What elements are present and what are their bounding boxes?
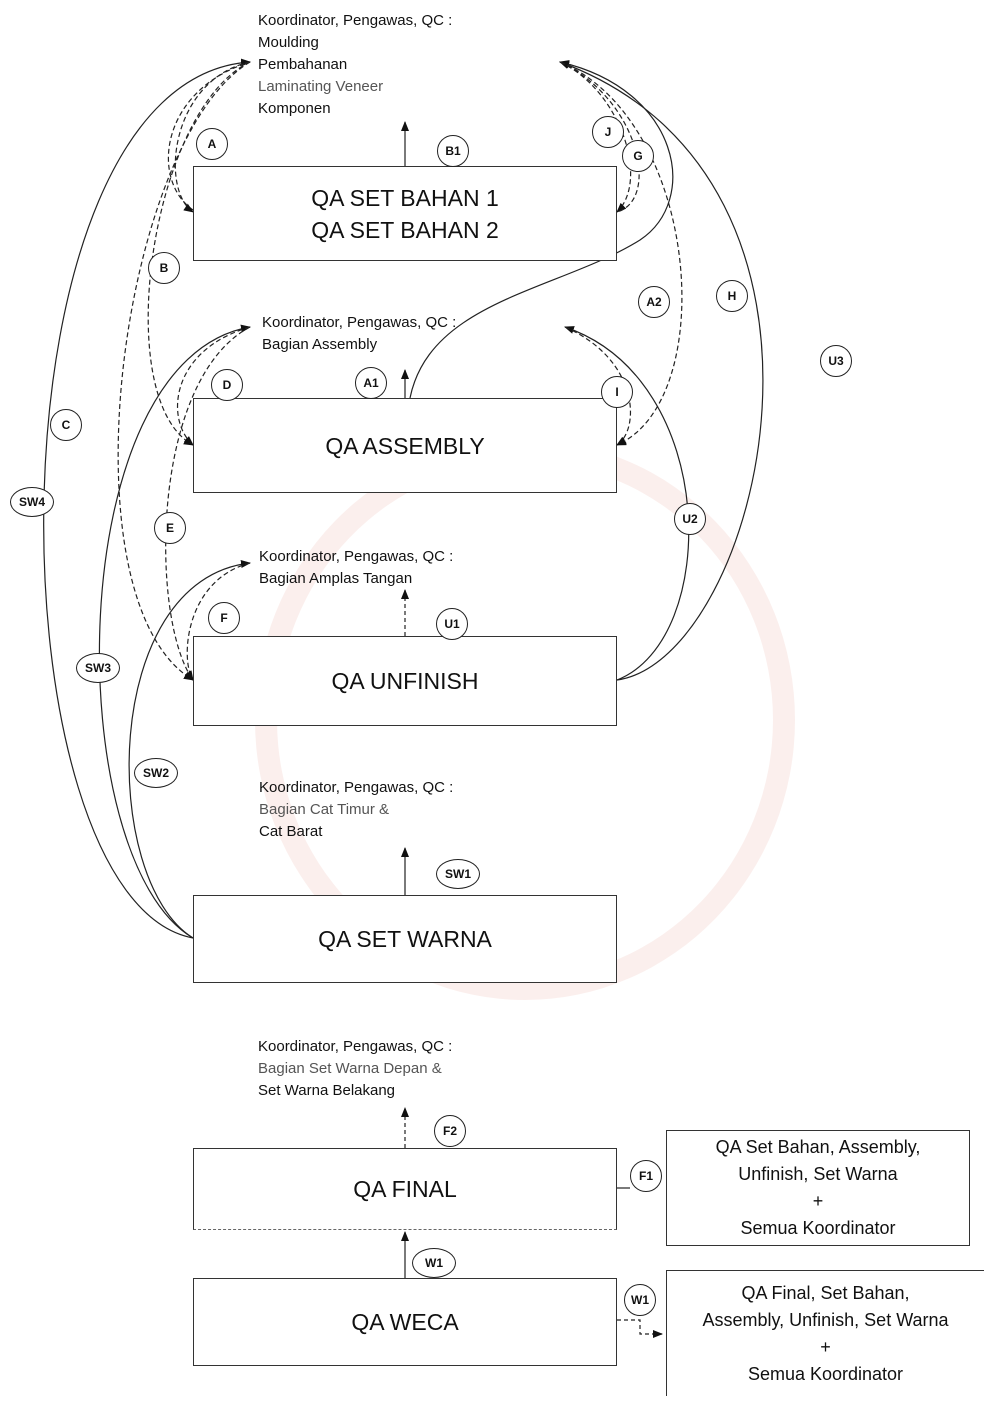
badge-f1: F1 [630, 1160, 662, 1192]
set-warna-label-line-2: Bagian Cat Timur & [259, 801, 390, 818]
qa-weca-box: QA WECA [193, 1278, 617, 1366]
curve-a2 [409, 60, 674, 399]
badge-a: A [196, 128, 228, 160]
final-label-line-3: Set Warna Belakang [258, 1082, 396, 1099]
top-label-line-2: Moulding [258, 34, 319, 51]
badge-a1: A1 [355, 367, 387, 399]
set-warna-label-line-1: Koordinator, Pengawas, QC : [259, 779, 454, 796]
top-label-line-3: Pembahanan [258, 56, 348, 73]
final-recipients-line-2: Unfinish, Set Warna [738, 1164, 898, 1184]
qa-set-warna-box: QA SET WARNA [193, 895, 617, 983]
qa-unfinish-text: QA UNFINISH [331, 668, 479, 694]
assembly-label-line-2: Bagian Assembly [262, 336, 378, 353]
curve-sw2 [128, 560, 251, 939]
final-coordinator-label: Koordinator, Pengawas, QC : Bagian Set W… [258, 1036, 452, 1102]
unfinish-label-line-2: Bagian Amplas Tangan [259, 570, 413, 587]
qa-final-text: QA FINAL [353, 1176, 457, 1202]
badge-u1: U1 [436, 608, 468, 640]
badge-u2: U2 [674, 503, 706, 535]
assembly-label-line-1: Koordinator, Pengawas, QC : [262, 314, 457, 331]
top-label-line-5: Komponen [258, 100, 331, 117]
curve-c [117, 61, 251, 681]
qa-set-bahan-box: QA SET BAHAN 1 QA SET BAHAN 2 [193, 166, 617, 261]
weca-recipients-line-1: QA Final, Set Bahan, [741, 1282, 910, 1303]
qa-final-box: QA FINAL [193, 1148, 617, 1230]
badge-b1: B1 [437, 135, 469, 167]
final-label-line-2: Bagian Set Warna Depan & [258, 1060, 442, 1077]
badge-j: J [592, 116, 624, 148]
badge-g: G [622, 140, 654, 172]
final-recipients-line-1: QA Set Bahan, Assembly, [715, 1137, 921, 1157]
badge-f: F [208, 602, 240, 634]
badge-d: D [211, 369, 243, 401]
assembly-coordinator-label: Koordinator, Pengawas, QC : Bagian Assem… [262, 312, 456, 356]
qa-set-warna-text: QA SET WARNA [318, 926, 492, 952]
unfinish-coordinator-label: Koordinator, Pengawas, QC : Bagian Ampla… [259, 546, 453, 590]
curve-h [559, 61, 683, 446]
curve-b [147, 61, 251, 446]
final-recipients-box: QA Set Bahan, Assembly, Unfinish, Set Wa… [666, 1130, 970, 1246]
top-label-line-4: Laminating Veneer [258, 78, 384, 95]
qa-set-bahan-2-text: QA SET BAHAN 2 [311, 216, 499, 243]
qa-unfinish-box: QA UNFINISH [193, 636, 617, 726]
curve-a-back [174, 61, 251, 213]
badge-sw2: SW2 [134, 758, 178, 788]
final-label-line-1: Koordinator, Pengawas, QC : [258, 1038, 453, 1055]
final-recipients-plus: + [812, 1191, 824, 1211]
weca-recipients-plus: + [820, 1336, 831, 1357]
weca-recipients-box: QA Final, Set Bahan, Assembly, Unfinish,… [666, 1270, 984, 1396]
badge-sw4: SW4 [10, 487, 54, 517]
set-warna-coordinator-label: Koordinator, Pengawas, QC : Bagian Cat T… [259, 777, 453, 843]
badge-sw3: SW3 [76, 653, 120, 683]
top-label-line-1: Koordinator, Pengawas, QC : [258, 12, 453, 29]
badge-sw1: SW1 [436, 859, 480, 889]
badge-i: I [601, 376, 633, 408]
qa-set-bahan-1-text: QA SET BAHAN 1 [311, 184, 499, 211]
unfinish-label-line-1: Koordinator, Pengawas, QC : [259, 548, 454, 565]
badge-e: E [154, 512, 186, 544]
badge-c: C [50, 409, 82, 441]
top-coordinator-label: Koordinator, Pengawas, QC : Moulding Pem… [258, 10, 452, 120]
curve-d [176, 326, 251, 446]
curve-u3 [559, 61, 764, 681]
badge-b: B [148, 252, 180, 284]
curve-e [165, 326, 251, 681]
weca-recipients-line-4: Semua Koordinator [747, 1363, 904, 1384]
connector-w1 [617, 1319, 663, 1338]
curve-i [564, 326, 632, 446]
badge-f2: F2 [434, 1115, 466, 1147]
badge-h: H [716, 280, 748, 312]
set-warna-label-line-3: Cat Barat [259, 823, 323, 840]
qa-assembly-box: QA ASSEMBLY [193, 398, 617, 493]
qa-assembly-text: QA ASSEMBLY [325, 432, 485, 459]
qa-weca-text: QA WECA [351, 1309, 459, 1335]
final-recipients-line-4: Semua Koordinator [740, 1218, 896, 1238]
weca-recipients-line-2: Assembly, Unfinish, Set Warna [702, 1309, 949, 1330]
badge-u3: U3 [820, 345, 852, 377]
curve-sw3 [98, 324, 251, 939]
badge-w1-side: W1 [624, 1284, 656, 1316]
badge-w1-up: W1 [412, 1248, 456, 1278]
badge-a2: A2 [638, 286, 670, 318]
